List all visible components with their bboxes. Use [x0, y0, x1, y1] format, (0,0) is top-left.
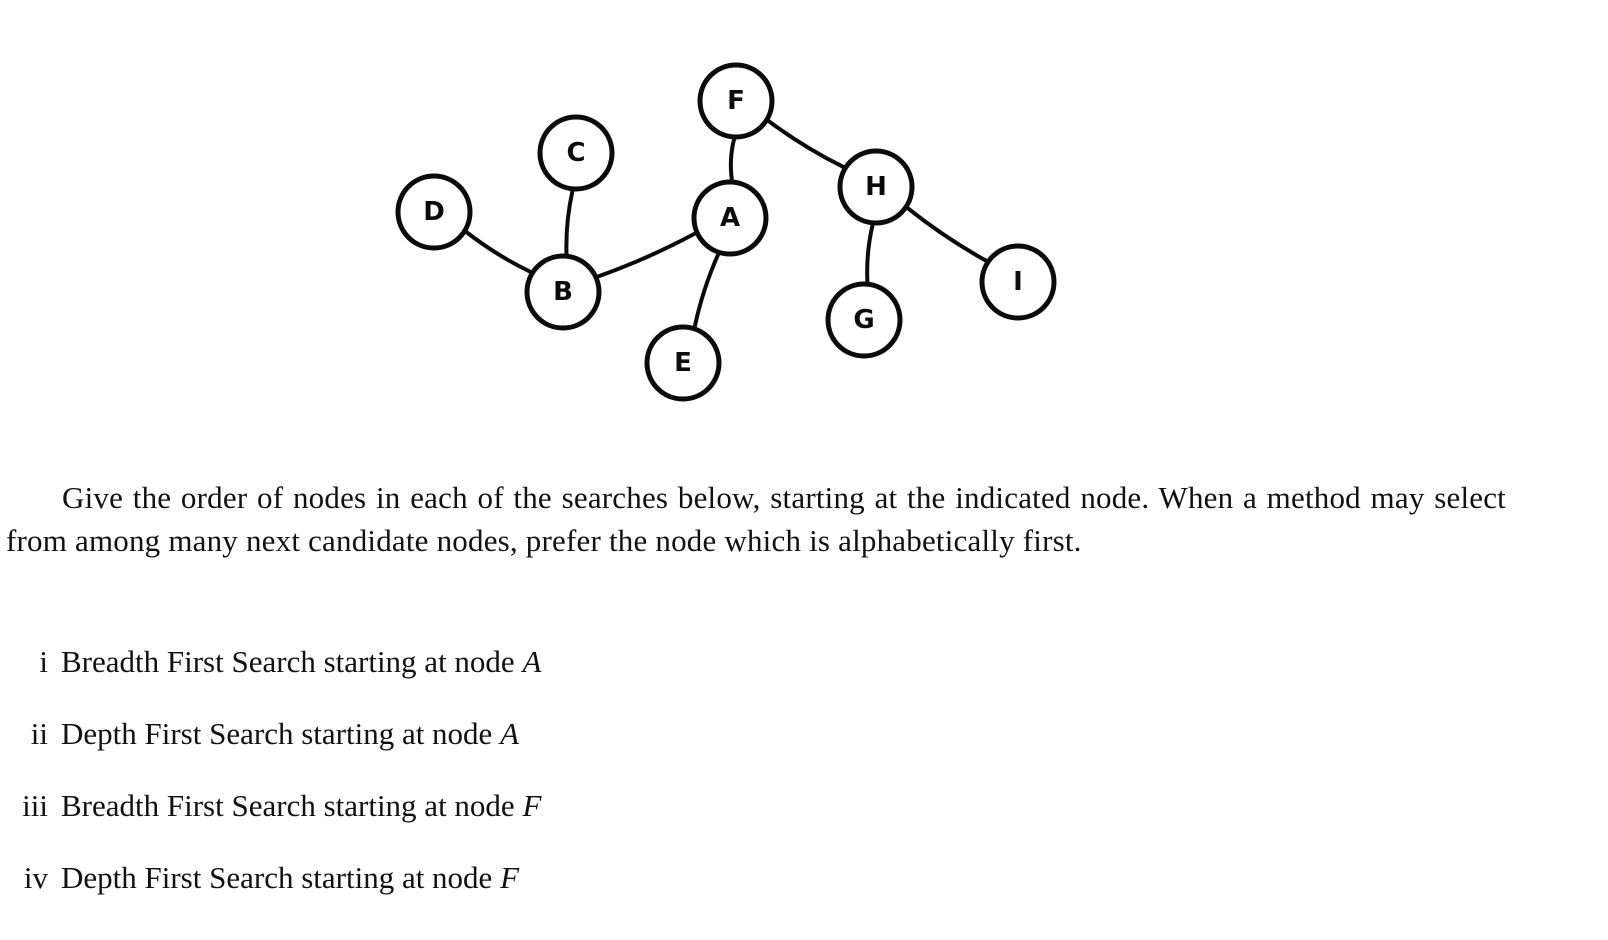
- node-d: D: [395, 173, 473, 251]
- question-body: Depth First Search starting at node A: [61, 714, 519, 754]
- node-i: I: [979, 243, 1057, 321]
- node-g: G: [825, 281, 903, 359]
- node-g-circle: [825, 281, 903, 359]
- question-start-node: F: [500, 860, 520, 895]
- question-number: iii: [22, 788, 48, 823]
- question-start-node: A: [522, 644, 542, 679]
- edge-h-i: [905, 206, 989, 263]
- node-c-label: C: [566, 138, 585, 168]
- question-text: Depth First Search starting at node: [61, 860, 493, 895]
- edge-h-g: [865, 222, 875, 285]
- node-h-label: H: [865, 172, 887, 202]
- node-e-label: E: [674, 348, 692, 378]
- node-f: F: [697, 62, 775, 140]
- node-a-circle: [691, 179, 769, 257]
- question-text: Depth First Search starting at node: [61, 716, 493, 751]
- edge-d-b: [464, 230, 533, 274]
- question-body: Breadth First Search starting at node F: [61, 786, 541, 826]
- node-a-label: A: [720, 203, 740, 233]
- node-f-label: F: [727, 86, 745, 116]
- node-e: E: [644, 324, 722, 402]
- node-c-circle: [537, 114, 615, 192]
- node-a: A: [691, 179, 769, 257]
- edge-c-b: [564, 188, 575, 257]
- node-d-circle: [395, 173, 473, 251]
- node-h: H: [837, 148, 915, 226]
- question-start-node: F: [522, 788, 542, 823]
- node-h-circle: [837, 148, 915, 226]
- question-number: iv: [23, 860, 48, 895]
- edge-f-a: [728, 137, 737, 182]
- node-g-label: G: [853, 305, 874, 335]
- edge-a-e: [692, 252, 721, 329]
- graph-diagram: A B C D E F G H I: [0, 0, 1608, 440]
- node-d-label: D: [423, 197, 445, 227]
- node-i-circle: [979, 243, 1057, 321]
- question-number: ii: [30, 716, 48, 751]
- node-b-label: B: [553, 277, 573, 307]
- node-e-circle: [644, 324, 722, 402]
- node-b: B: [524, 253, 602, 331]
- question-text: Breadth First Search starting at node: [61, 644, 515, 679]
- question-number: i: [39, 644, 48, 679]
- question-start-node: A: [500, 716, 520, 751]
- instructions-paragraph: Give the order of nodes in each of the s…: [6, 480, 1506, 558]
- node-b-circle: [524, 253, 602, 331]
- edge-f-h: [766, 118, 846, 170]
- nodes-layer: A B C D E F G H I: [395, 62, 1057, 402]
- question-body: Depth First Search starting at node F: [61, 858, 519, 898]
- node-f-circle: [697, 62, 775, 140]
- graph-svg: A B C D E F G H I: [395, 62, 1057, 402]
- question-body: Breadth First Search starting at node A: [61, 642, 541, 682]
- edge-b-a: [595, 231, 698, 279]
- edges-layer: [464, 118, 989, 329]
- node-c: C: [537, 114, 615, 192]
- question-text: Breadth First Search starting at node: [61, 788, 515, 823]
- node-i-label: I: [1013, 267, 1023, 297]
